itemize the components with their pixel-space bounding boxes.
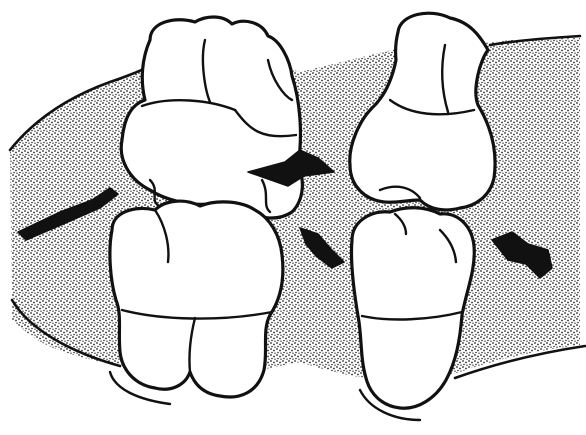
upper-right-premolar [350,13,495,210]
lower-right-premolar [351,208,474,420]
lower-left-molar [110,201,283,404]
upper-left-molar [121,17,302,218]
